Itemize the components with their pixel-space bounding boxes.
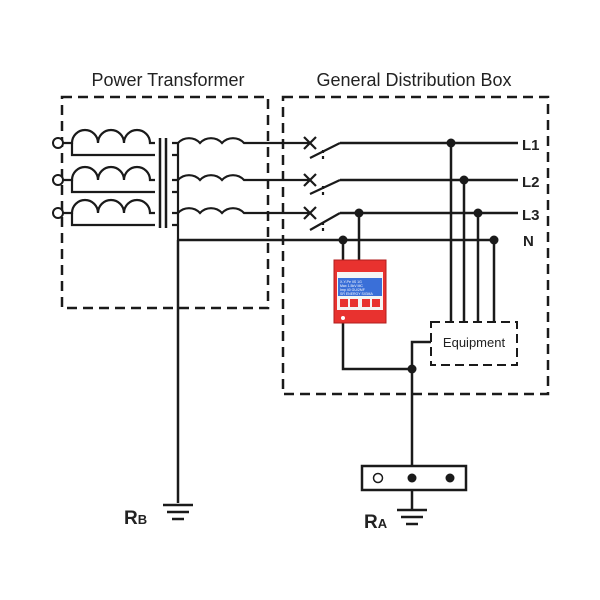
- earth-bar-terminal-1: [407, 473, 417, 483]
- equipment-label: Equipment: [443, 335, 506, 350]
- earth-bar-terminal-2: [445, 473, 455, 483]
- spd-screen-text-1: X-Y-Pe IIS 1G: [340, 280, 362, 284]
- distribution-box-enclosure: [281, 95, 550, 396]
- ground-label-ra: RA: [364, 512, 388, 533]
- spd-ground-lead: [341, 322, 412, 371]
- secondary-windings: [172, 137, 310, 240]
- breaker-contact-2: [303, 173, 341, 195]
- spd-screen-text-2: Max 1.5kV MC: [340, 284, 363, 288]
- ground-label-rb-main: R: [124, 508, 138, 529]
- ground-label-ra-sub: A: [378, 516, 388, 531]
- secondary-star-point: [172, 143, 180, 240]
- spd-screen-text-3: Imp 40 GU/2MF: [340, 288, 365, 292]
- secondary-coil-3: [172, 207, 310, 215]
- ground-label-rb-sub: B: [138, 512, 147, 527]
- earth-bar: [360, 464, 468, 492]
- spd-bottom-screw: [341, 316, 345, 320]
- breaker-contact-3: [303, 206, 341, 231]
- primary-return-1: [70, 143, 155, 157]
- label-l2: L2: [522, 174, 540, 191]
- ground-junction-dot: [407, 364, 417, 374]
- breaker-contact-1: [303, 136, 341, 159]
- primary-terminal-1: [52, 137, 64, 149]
- spd-indicators: [340, 299, 380, 307]
- primary-terminal-3: [52, 207, 64, 219]
- phase-busbars: [340, 141, 518, 215]
- distribution-box-title: General Distribution Box: [316, 70, 511, 90]
- primary-coil-3: [63, 198, 155, 215]
- spd-screen: [338, 278, 382, 296]
- ground-label-ra-main: R: [364, 512, 378, 533]
- primary-terminal-2: [52, 174, 64, 186]
- junction-dots: [338, 138, 499, 245]
- equipment-feeders: [449, 143, 496, 322]
- power-transformer-title: Power Transformer: [91, 70, 244, 90]
- primary-return-3: [70, 213, 155, 227]
- label-l1: L1: [522, 137, 540, 154]
- label-l3: L3: [522, 207, 540, 224]
- main-breaker: [303, 136, 341, 232]
- primary-coil-2: [63, 165, 155, 182]
- neutral-conductor: [176, 238, 495, 503]
- primary-windings: [63, 128, 155, 227]
- primary-coil-1: [63, 128, 155, 145]
- ground-symbol-rb: [163, 503, 193, 521]
- ground-symbol-ra: [397, 508, 427, 526]
- spd-wiring: [341, 213, 412, 371]
- ground-label-rb: RB: [124, 508, 147, 529]
- primary-return-2: [70, 180, 155, 194]
- transformer-core: [158, 138, 168, 228]
- transformer-enclosure: [60, 95, 270, 310]
- label-n: N: [523, 233, 534, 250]
- spd-screen-text-4: SR ENERGY SIGMA: [340, 292, 373, 296]
- secondary-coil-2: [172, 174, 310, 182]
- surge-protection-device: X-Y-Pe IIS 1G Max 1.5kV MC Imp 40 GU/2MF…: [333, 259, 387, 324]
- equipment-box: [430, 321, 518, 366]
- earth-bar-terminal-open: [372, 472, 384, 484]
- equipment-ground-wiring: [410, 340, 431, 510]
- secondary-coil-1: [172, 137, 310, 145]
